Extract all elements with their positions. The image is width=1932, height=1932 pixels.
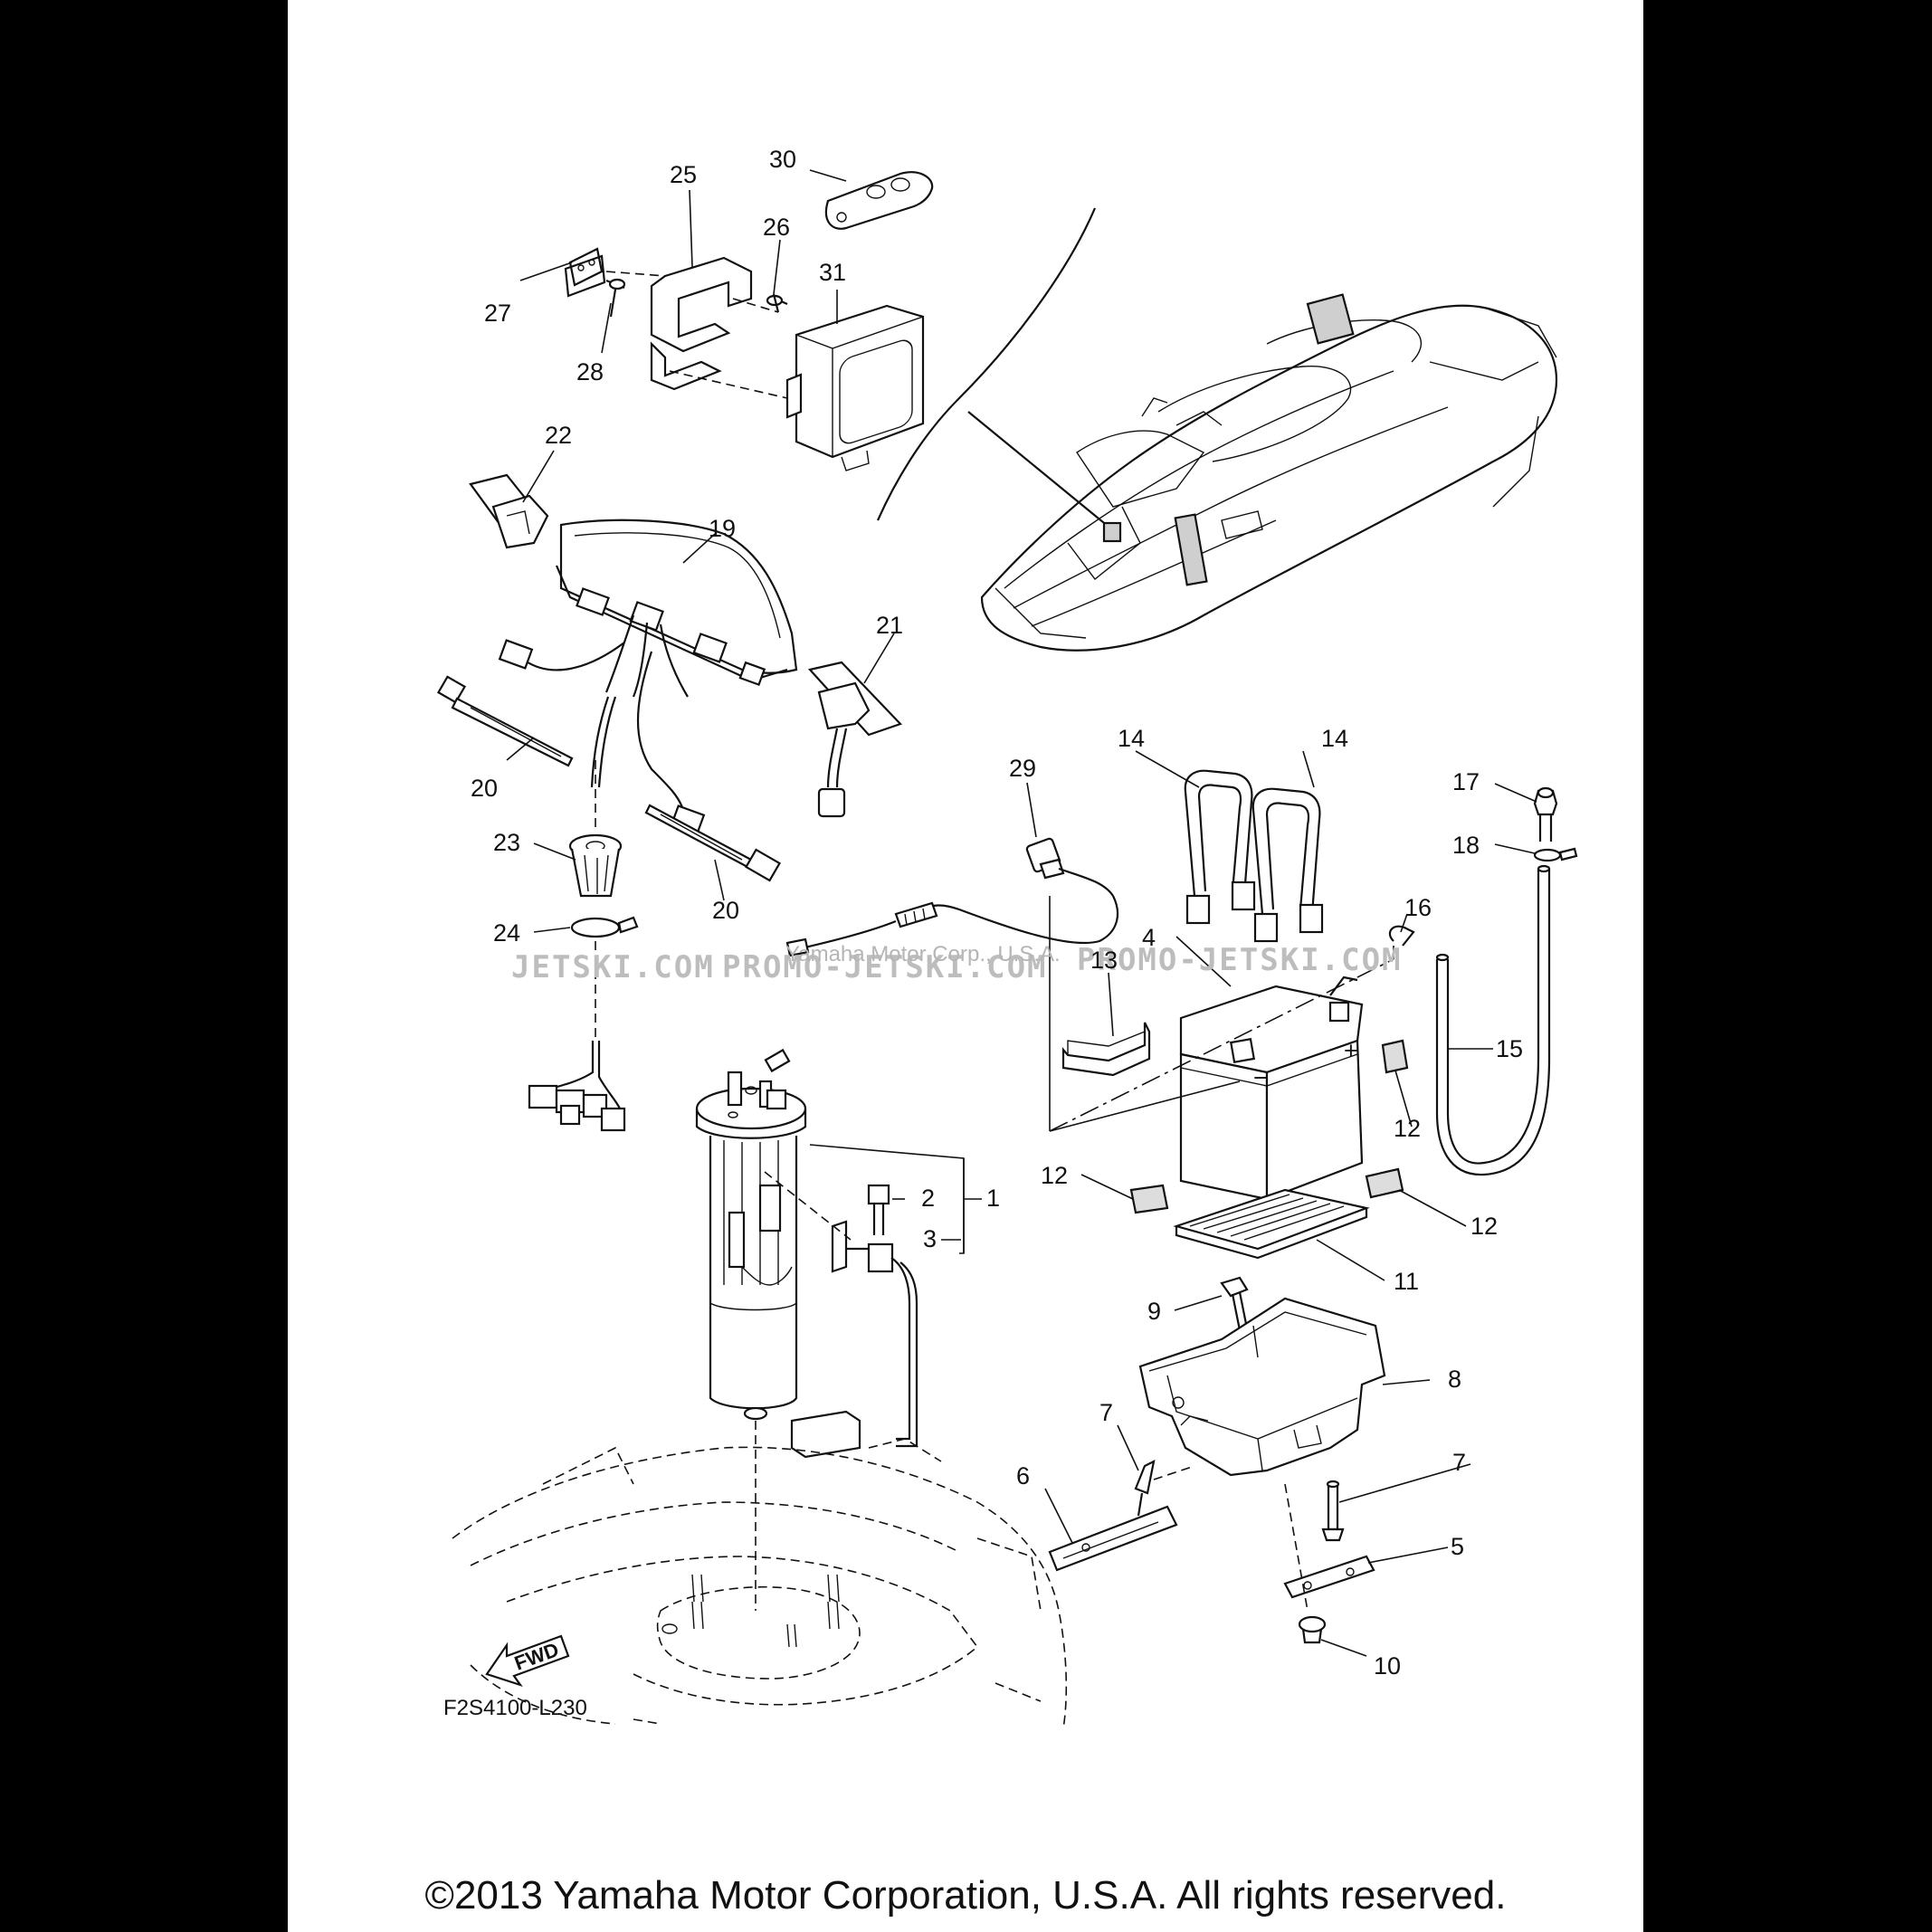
sensor-cable-29 (785, 837, 1119, 957)
callout-4: 4 (1142, 924, 1156, 951)
pad-12-front (1365, 1167, 1404, 1199)
reference-code: F2S4100-L230 (443, 1696, 587, 1720)
callout-10: 10 (1374, 1652, 1401, 1680)
callout-31: 31 (819, 259, 846, 286)
key-remote (824, 171, 934, 230)
callout-2: 2 (921, 1185, 935, 1212)
breather-hose (1435, 864, 1551, 1176)
callout-11: 11 (1394, 1268, 1419, 1295)
callout-29: 29 (1009, 755, 1036, 782)
callout-26: 26 (763, 214, 790, 241)
watermarks: JETSKI.COM PROMO-JETSKI.COM PROMO-JETSKI… (511, 942, 1403, 985)
fuel-pump-module (695, 1048, 918, 1611)
callout-1: 1 (986, 1185, 1000, 1212)
callouts: 30 25 26 31 27 28 22 19 21 20 20 23 24 2… (471, 146, 1523, 1680)
watercraft-overview (876, 207, 1558, 652)
bracket-6 (1048, 1505, 1178, 1572)
callout-19: 19 (709, 515, 736, 542)
group-lines (809, 896, 1394, 1254)
callout-12-front: 12 (1470, 1213, 1498, 1240)
battery-plate-13 (1061, 1022, 1151, 1077)
meter-unit (498, 519, 798, 835)
callout-13: 13 (1090, 947, 1118, 974)
diagram-sheet (288, 0, 1643, 1932)
pin-7-right (1321, 1480, 1345, 1542)
cable-tie-b (644, 804, 781, 882)
callout-20-left: 20 (471, 775, 498, 802)
bracket-5 (1283, 1555, 1375, 1599)
callout-18: 18 (1452, 832, 1480, 859)
watermark-right: PROMO-JETSKI.COM (1077, 942, 1403, 978)
battery-strap-b (1252, 787, 1324, 943)
pad-12-right (1381, 1039, 1409, 1074)
callout-24: 24 (493, 919, 520, 947)
nut-10 (1284, 1483, 1327, 1644)
callout-7-left: 7 (1099, 1399, 1113, 1426)
callout-28: 28 (576, 358, 604, 385)
battery-minus-symbol: − (1253, 1064, 1268, 1091)
callout-6: 6 (1016, 1462, 1030, 1489)
battery-box (1138, 1297, 1386, 1477)
grommet (568, 760, 623, 898)
callout-20-right: 20 (712, 897, 739, 924)
callout-14-left: 14 (1118, 725, 1145, 752)
callout-27: 27 (484, 300, 511, 327)
watermark-overlay: Yamaha Motor Corp., U.S.A. (785, 942, 1061, 966)
callout-7-right: 7 (1452, 1449, 1466, 1476)
forward-arrow: FWD (485, 1634, 570, 1688)
hull-outline (452, 1438, 1068, 1729)
battery-mat (1173, 1188, 1370, 1260)
hose-clamp-18 (1533, 847, 1578, 862)
callout-9: 9 (1147, 1298, 1161, 1325)
battery-strap-a (1184, 769, 1256, 925)
pad-12-left (1129, 1184, 1169, 1214)
callout-23: 23 (493, 829, 520, 856)
pin-7-left (1134, 1460, 1195, 1517)
callout-30: 30 (769, 146, 796, 173)
callout-16: 16 (1404, 894, 1432, 921)
watermark-left: JETSKI.COM (511, 949, 715, 985)
bracket-assembly (564, 247, 788, 399)
clip-16 (1388, 925, 1415, 947)
callout-14-right: 14 (1321, 725, 1348, 752)
callout-17: 17 (1452, 768, 1480, 795)
fwd-label: FWD (511, 1638, 562, 1675)
cable-tie-a (436, 675, 574, 767)
control-unit (785, 304, 925, 471)
callout-12-right: 12 (1394, 1115, 1421, 1142)
callout-5: 5 (1451, 1533, 1464, 1560)
callout-3: 3 (923, 1225, 937, 1252)
wiring-harness (528, 941, 626, 1132)
battery-plus-symbol: + (1344, 1037, 1358, 1064)
battery: + − (1179, 976, 1364, 1201)
callout-25: 25 (670, 161, 697, 188)
callout-12-left: 12 (1041, 1162, 1068, 1189)
switch-22 (469, 473, 549, 549)
leader-lines (506, 169, 1537, 1657)
callout-22: 22 (545, 422, 572, 449)
callout-21: 21 (876, 612, 903, 639)
fitting-17 (1533, 786, 1558, 842)
callout-15: 15 (1496, 1035, 1523, 1062)
callout-8: 8 (1448, 1366, 1461, 1393)
watermark-middle: PROMO-JETSKI.COM (722, 949, 1048, 985)
switch-21 (807, 661, 902, 818)
hose-clamp-24 (570, 916, 639, 938)
copyright-notice: ©2013 Yamaha Motor Corporation, U.S.A. A… (424, 1873, 1507, 1918)
